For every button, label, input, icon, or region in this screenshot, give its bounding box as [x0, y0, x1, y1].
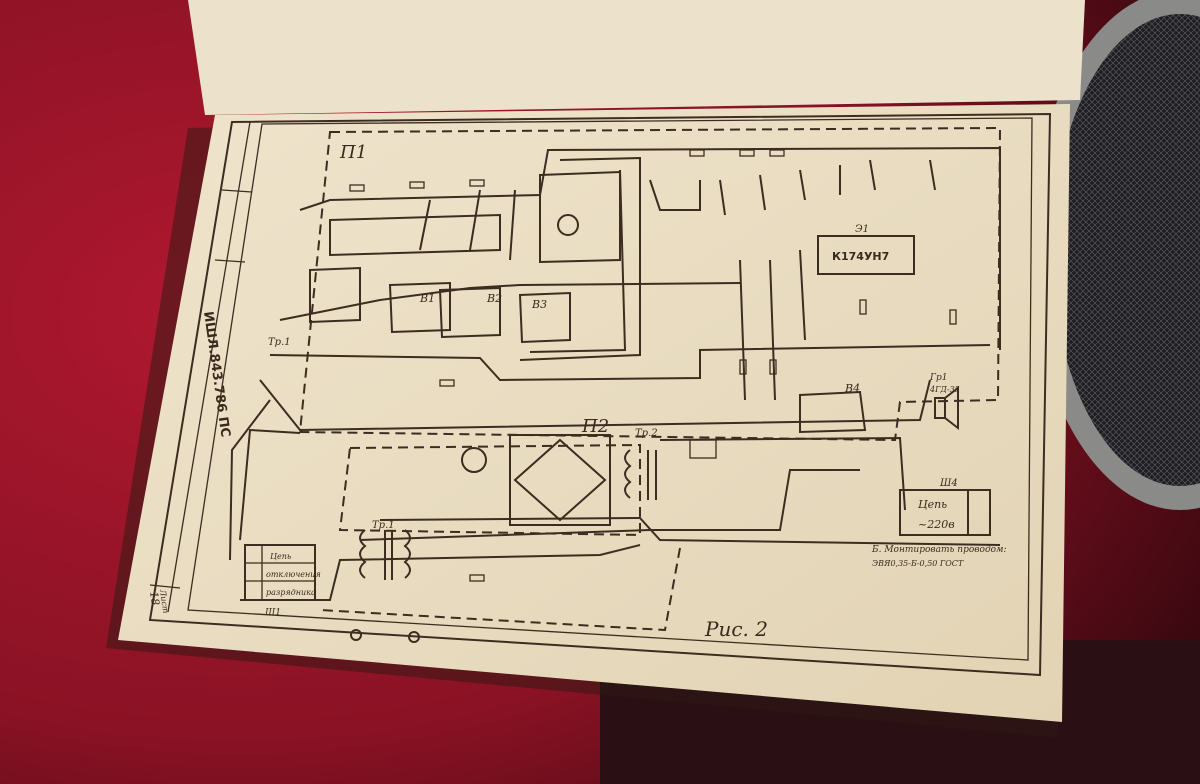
- sheet-number: 18: [147, 591, 162, 607]
- sheet-label: Лист: [158, 588, 170, 614]
- wiring-note-line-1: Б. Монтировать проводом:: [871, 545, 1007, 555]
- terminal-row-1: Цепь: [270, 552, 291, 561]
- speaker-grille: [1030, 0, 1200, 510]
- board-label-p2: П2: [581, 416, 609, 437]
- connector-1-label: Ш1: [264, 608, 281, 618]
- terminal-row-2: отключения: [266, 570, 321, 579]
- speaker-label: Гр1: [929, 373, 947, 383]
- terminal-row-3: разрядника: [266, 588, 316, 597]
- switch-b4-label: В4: [844, 382, 860, 395]
- circuit-schematic: [148, 112, 1052, 677]
- schematic-page: [118, 104, 1070, 722]
- switch-b2-label: В2: [486, 292, 502, 305]
- switch-b3-label: В3: [531, 298, 547, 311]
- transformer-1b-label: Тр.1: [372, 520, 395, 531]
- figure-caption: Рис. 2: [704, 617, 768, 641]
- chip-ref-label: Э1: [855, 224, 869, 235]
- mains-voltage-label: ~220в: [918, 518, 955, 531]
- transformer-1-label: Тр.1: [268, 337, 291, 348]
- mains-label: Цепь: [918, 498, 947, 511]
- wiring-note-line-2: ЭВЯ0,35-Б-0,50 ГОСТ: [872, 559, 964, 568]
- transformer-2-label: Тр.2: [635, 428, 658, 439]
- chip-label: К174УН7: [832, 250, 889, 263]
- upper-page: [188, 0, 1085, 115]
- speaker-type-label: 4ГД-35: [929, 385, 960, 394]
- switch-b1-label: В1: [419, 292, 435, 305]
- board-label-p1: П1: [339, 142, 367, 163]
- connector-4-label: Ш4: [939, 478, 958, 489]
